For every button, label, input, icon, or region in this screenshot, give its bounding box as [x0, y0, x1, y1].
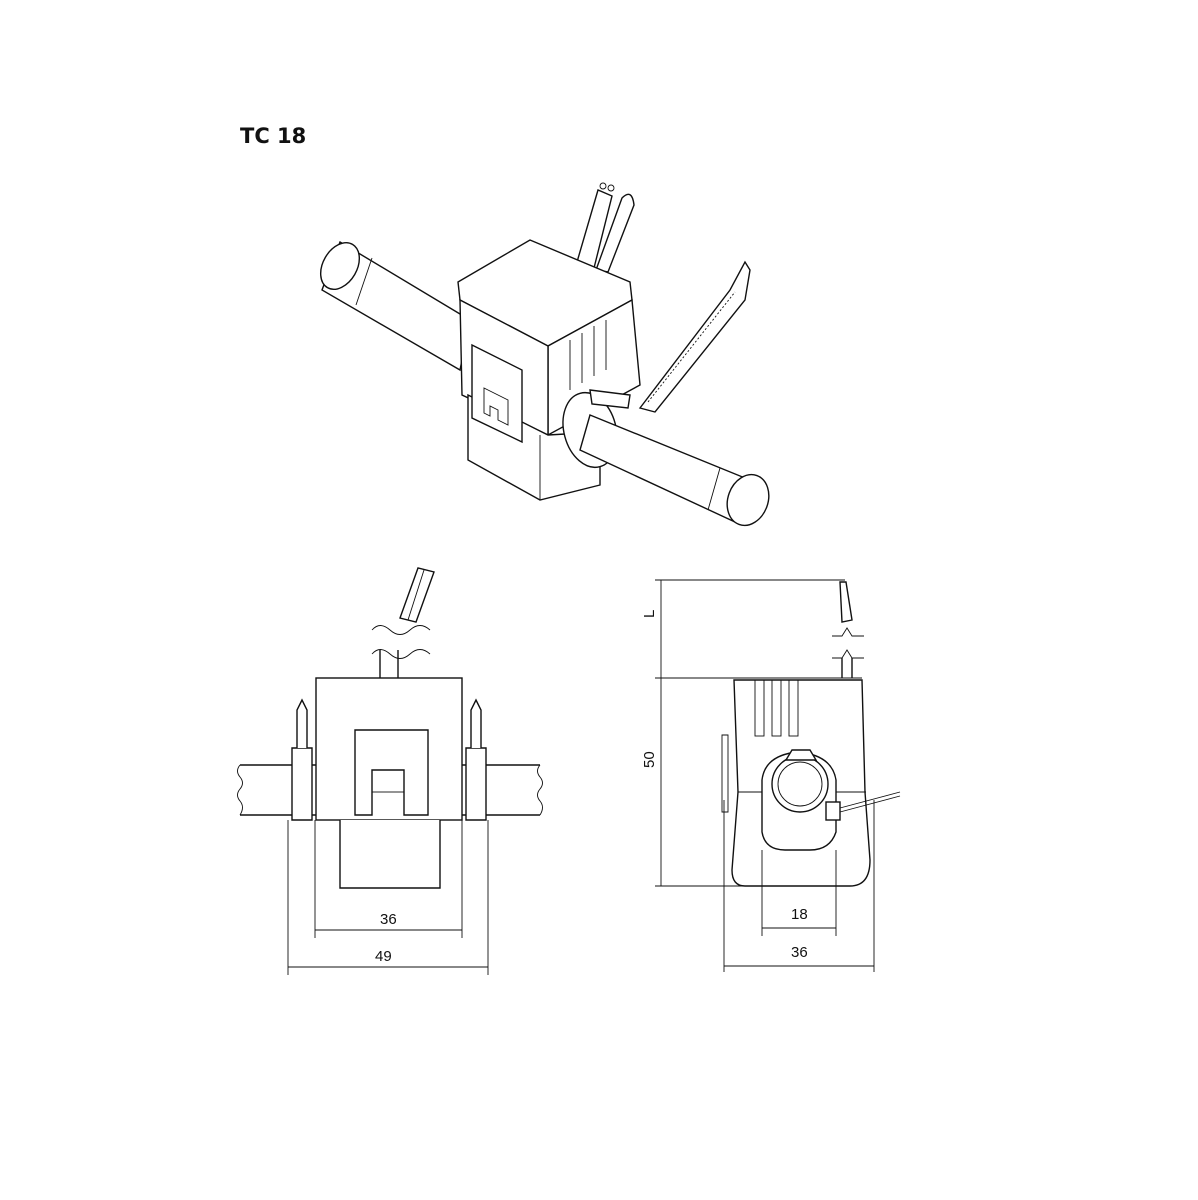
side-view: [655, 579, 901, 972]
side-dim-18: 18: [791, 906, 808, 923]
side-dimensions: [655, 579, 875, 972]
front-view: [237, 567, 543, 975]
isometric-view: [319, 182, 770, 527]
front-cable: [371, 567, 435, 678]
front-latch: [354, 729, 429, 816]
front-mounting-posts: [291, 698, 487, 821]
conductor-pipe-front: [562, 389, 770, 527]
conductor-pipe-back: [319, 240, 471, 372]
side-ribs: [754, 679, 799, 737]
ct-housing-bottom: [467, 343, 601, 501]
front-dim-49: 49: [375, 948, 392, 965]
output-cable-wires: [576, 182, 751, 413]
side-dim-50: 50: [641, 751, 658, 768]
side-dim-L: L: [641, 610, 658, 618]
front-housing-lower: [339, 820, 441, 889]
front-dim-36: 36: [380, 911, 397, 928]
side-cable: [832, 581, 864, 678]
front-dimensions: [287, 820, 489, 975]
drawing-title: TC 18: [240, 124, 307, 148]
side-dim-36: 36: [791, 944, 808, 961]
